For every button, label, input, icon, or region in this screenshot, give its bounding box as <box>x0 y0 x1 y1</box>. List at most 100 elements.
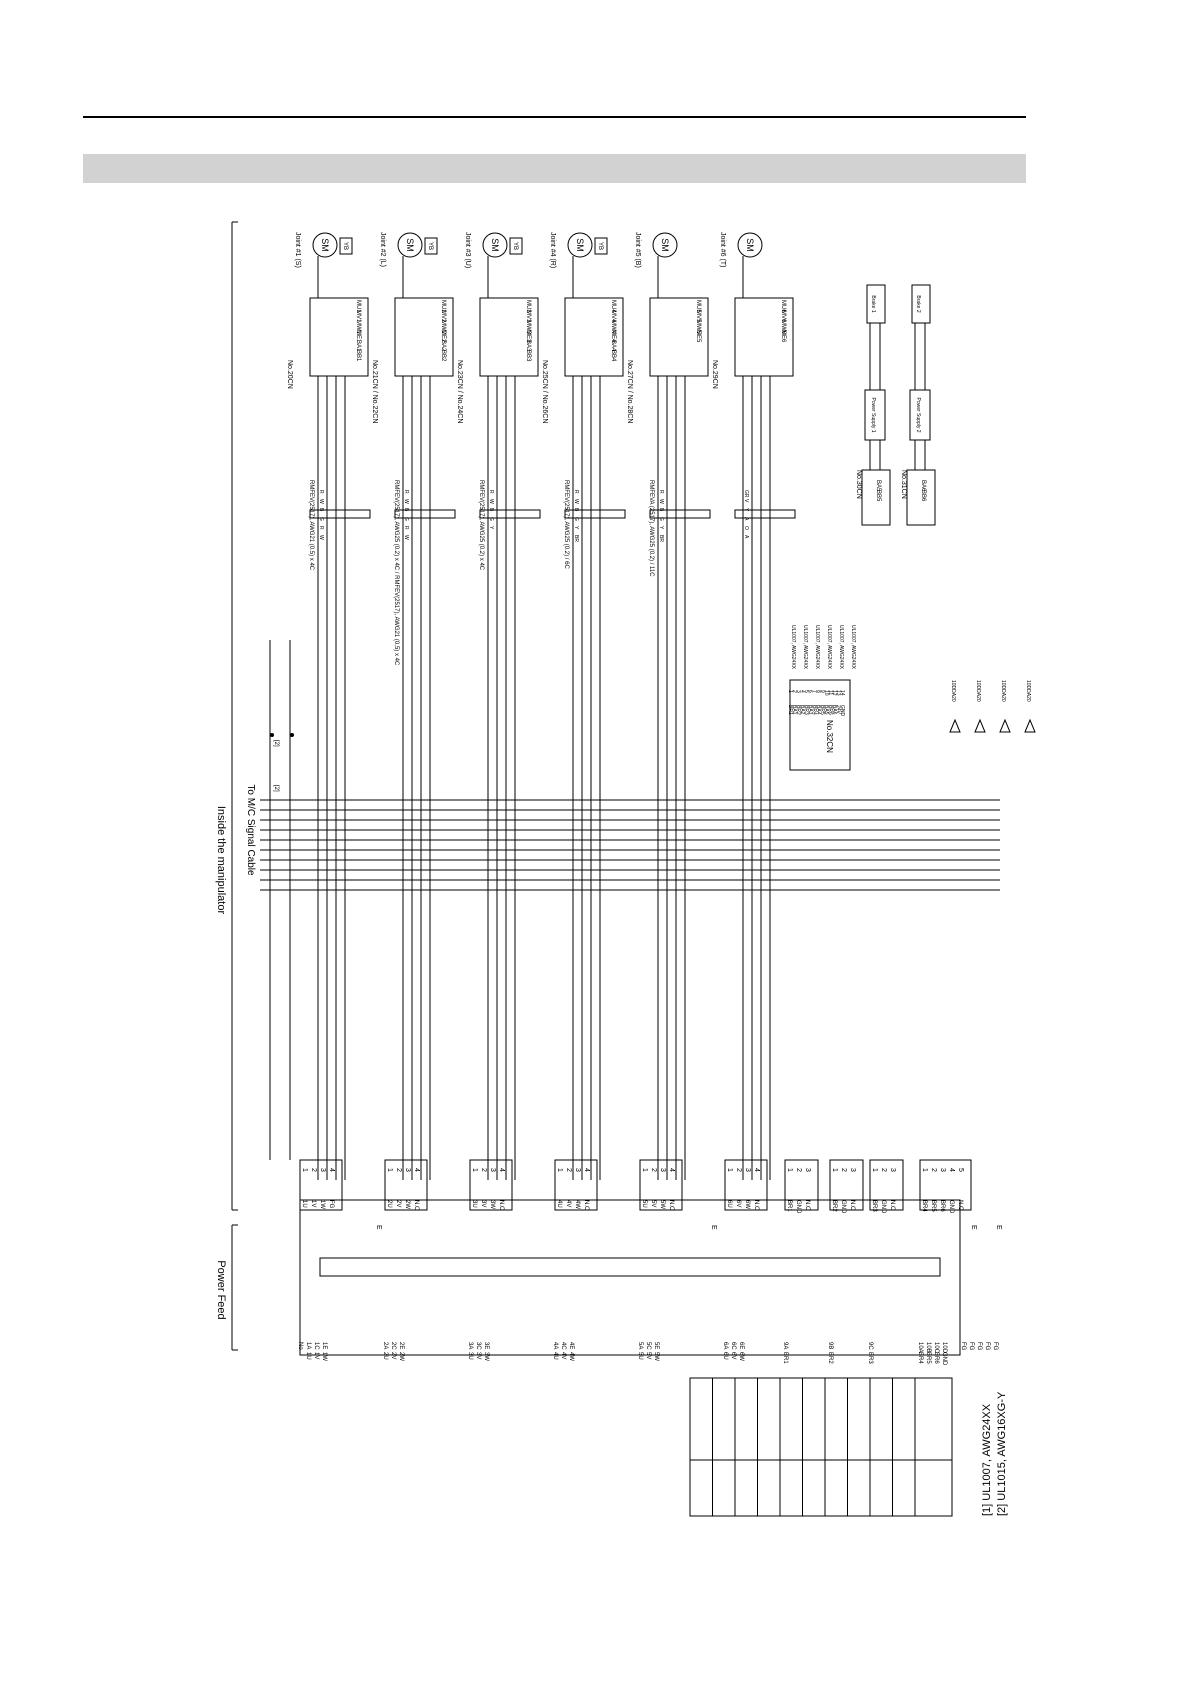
cn32-signal: BR1 <box>787 705 793 715</box>
pin-label: MW1 <box>355 320 361 335</box>
conn-signal: BR6 <box>939 1200 945 1212</box>
conn-signal: 3V <box>480 1200 486 1207</box>
cn32-wire-spec: UL1007, AWG24XX <box>802 625 808 670</box>
terminal-signal: 5U <box>637 1352 643 1360</box>
pin-number: 1 <box>726 1168 733 1172</box>
pin-number: 2 <box>565 1168 572 1172</box>
terminal-signal: BR5 <box>925 1352 931 1364</box>
wire-color: Y <box>743 508 749 512</box>
power-feed-connector <box>639 1159 683 1211</box>
terminal-id: 9A <box>782 1342 788 1349</box>
power-feed-connector <box>724 1159 768 1211</box>
terminal-id: 2E <box>398 1342 404 1349</box>
pin-label: MU3 <box>525 300 531 313</box>
terminal-id: 10D <box>941 1342 947 1354</box>
ground-bar <box>319 1257 941 1277</box>
joint-cn-label: No.25CN / No.26CN <box>541 360 548 423</box>
pin-number: 2 <box>930 1168 937 1172</box>
conn-signal: GND <box>795 1200 801 1214</box>
joint-connector <box>479 297 539 377</box>
pin-number: 1 <box>471 1168 478 1172</box>
conn-signal: N.C <box>498 1200 504 1211</box>
terminal-signal: 2W <box>398 1352 404 1361</box>
conn-signal: N.C <box>583 1200 589 1211</box>
pin-number: 3 <box>319 1168 326 1172</box>
joint-label: Joint #5 (B) <box>634 232 641 268</box>
header-rule <box>83 116 1026 118</box>
cn32-signal: BR4 <box>811 705 817 715</box>
conn-signal: BR1 <box>786 1200 792 1212</box>
joint-connector <box>564 297 624 377</box>
diode-icon <box>974 718 986 733</box>
servo-motor-icon <box>397 232 423 258</box>
joint-label: Joint #6 (T) <box>719 232 726 267</box>
terminal-signal: 5W <box>653 1352 659 1361</box>
terminal-signal: 1W <box>321 1352 327 1361</box>
terminal-id: 6A <box>722 1342 728 1349</box>
cn32-signal: BA1 <box>791 705 797 715</box>
ferrite-core <box>649 509 711 519</box>
power-feed-connector <box>869 1159 904 1211</box>
pin-number: 2 <box>735 1168 742 1172</box>
conn-signal: 4U <box>556 1200 562 1208</box>
wire-color: G <box>573 517 579 521</box>
conn-signal: 2V <box>395 1200 401 1207</box>
brake-cn-label: No.31CN <box>900 470 907 499</box>
terminal-strip <box>299 1199 961 1356</box>
pin-number: 3 <box>489 1168 496 1172</box>
wire-color: W <box>318 499 324 504</box>
terminal-signal: 2V <box>390 1352 396 1359</box>
wire-color: GR <box>743 490 749 498</box>
cn32-signal: BA6 <box>831 705 837 715</box>
brake-box <box>911 284 931 324</box>
wire-color: G <box>318 517 324 521</box>
cn32-pin: 5 <box>803 690 809 693</box>
cable-spec: RMFEV(2517), AWG25 (0.2) x 4C / RMFEV(25… <box>393 480 399 666</box>
ferrite-core <box>394 509 456 519</box>
conn-signal: GND <box>948 1200 954 1214</box>
brake-pin: BB6 <box>920 490 926 502</box>
power-supply-label: Power Supply 1 <box>870 397 876 432</box>
terminal-id: 4E <box>568 1342 574 1349</box>
terminal-signal: 4W <box>568 1352 574 1361</box>
conn-signal: N.C <box>413 1200 419 1211</box>
terminal-signal: 3W <box>483 1352 489 1361</box>
power-feed-label: Power Feed <box>215 1260 227 1319</box>
pin-label: BB2 <box>440 350 446 362</box>
conn-signal: GND <box>840 1200 846 1214</box>
cable-spec: RMFEVA (2517), AWG25 (0.2) / 11C <box>648 480 654 577</box>
brake-box <box>594 237 608 255</box>
pin-number: 1 <box>641 1168 648 1172</box>
earth-label: E <box>995 1225 1002 1230</box>
pin-label: ME5 <box>695 330 701 343</box>
terminal-id: 10A <box>917 1342 923 1353</box>
servo-motor-icon <box>312 232 338 258</box>
yb-label: YB <box>597 242 603 250</box>
pin-number: 4 <box>753 1168 760 1172</box>
cn32-signal: BA4 <box>815 705 821 715</box>
power-feed-connector <box>299 1159 343 1211</box>
brake-label: Brake 2 <box>915 295 921 312</box>
cn32-signal: GND <box>839 705 845 717</box>
conn-signal: 6U <box>726 1200 732 1208</box>
wire-color: R <box>318 526 324 530</box>
cn32-pin: 4 <box>799 690 805 693</box>
conn-signal: N.C <box>753 1200 759 1211</box>
terminal-id: 1C <box>313 1342 319 1350</box>
fg-label: FG <box>984 1342 990 1351</box>
cn32-signal: BA2 <box>799 705 805 715</box>
brake-box <box>424 237 438 255</box>
wire-color: R <box>318 490 324 494</box>
pin-number: 4 <box>498 1168 505 1172</box>
legend-cell <box>689 1377 953 1517</box>
pin-number: 1 <box>921 1168 928 1172</box>
pin-label: MW6 <box>780 320 786 335</box>
fg-label: FG <box>976 1342 982 1351</box>
cn32-signal: BA3 <box>807 705 813 715</box>
servo-motor-icon <box>652 232 678 258</box>
brake-pin: BB5 <box>875 490 881 502</box>
joint-connector <box>394 297 454 377</box>
pin-label: MU5 <box>695 300 701 313</box>
pin-label: MV2 <box>440 310 446 323</box>
pin-label: MW4 <box>610 320 616 335</box>
